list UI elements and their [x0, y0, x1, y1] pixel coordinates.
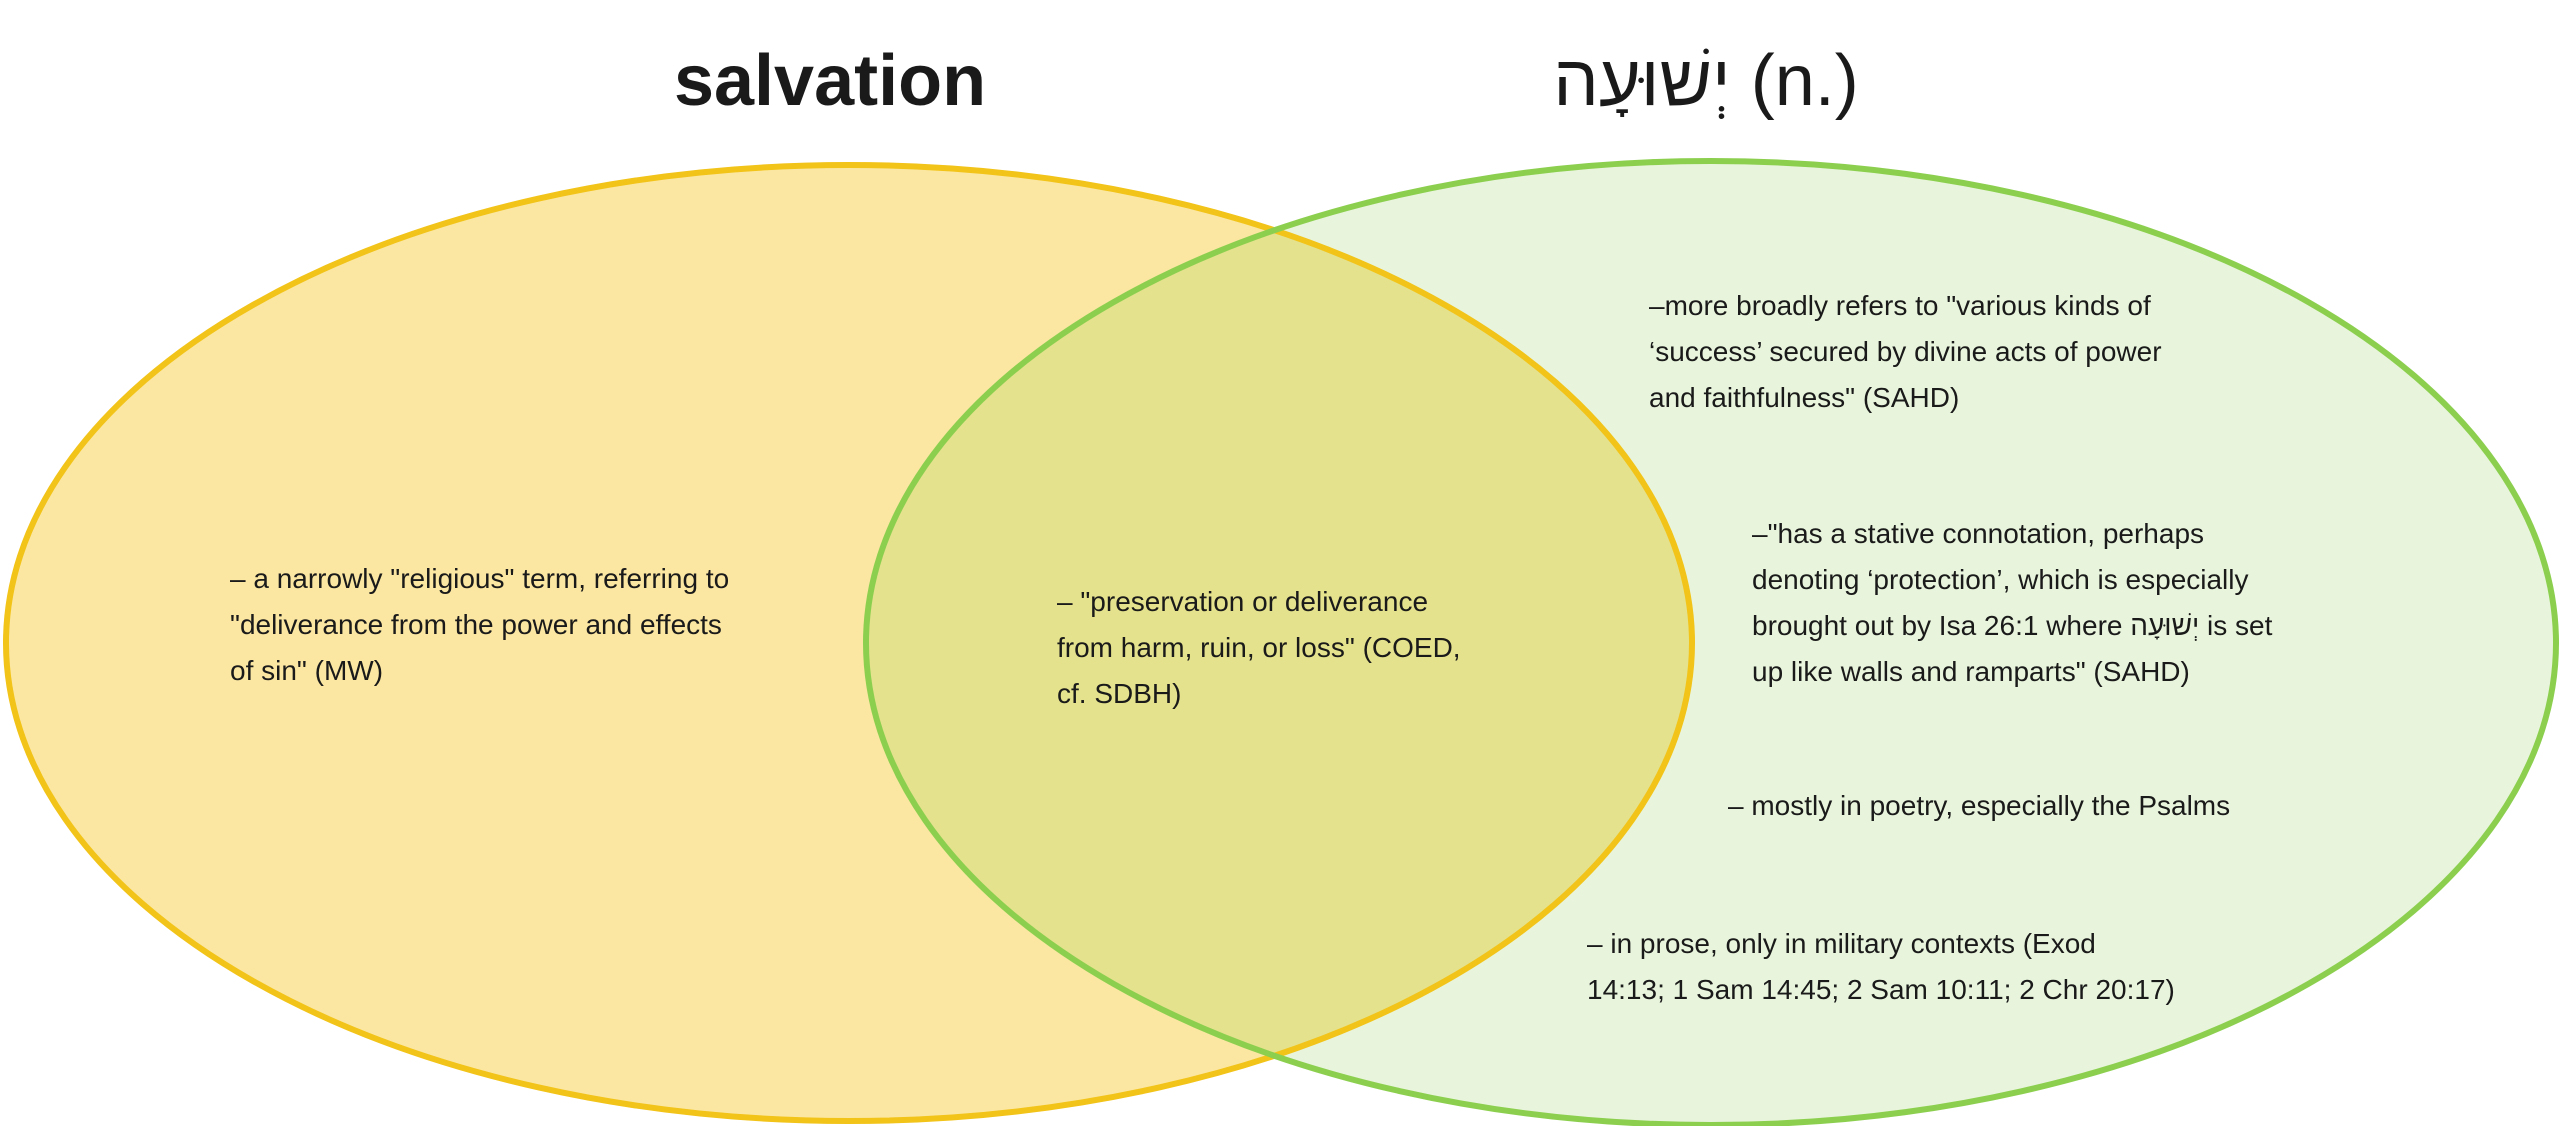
text-line: ‘success’ secured by divine acts of powe…: [1649, 336, 2162, 367]
text-line: –"has a stative connotation, perhaps: [1752, 518, 2205, 549]
text-line: cf. SDBH): [1057, 678, 1182, 709]
right-text-stative: –"has a stative connotation, perhaps den…: [1752, 511, 2272, 695]
text-line: "deliverance from the power and effects: [230, 609, 722, 640]
text-line: – in prose, only in military contexts (E…: [1587, 928, 2096, 959]
right-text-poetry: – mostly in poetry, especially the Psalm…: [1728, 783, 2230, 829]
text-line: denoting ‘protection’, which is especial…: [1752, 564, 2249, 595]
left-circle-outline: [3, 162, 1695, 1124]
title-salvation: salvation: [673, 41, 987, 121]
title-yeshuah: יְשׁוּעָה (n.): [1553, 41, 1859, 121]
text-line: brought out by Isa 26:1 where יְשׁוּעָה …: [1752, 610, 2273, 641]
text-line: – "preservation or deliverance: [1057, 586, 1429, 617]
right-text-broad-meaning: –more broadly refers to "various kinds o…: [1649, 283, 2162, 421]
right-text-prose: – in prose, only in military contexts (E…: [1587, 921, 2175, 1013]
text-line: of sin" (MW): [230, 655, 384, 686]
right-circle-outline: [863, 158, 2559, 1126]
text-line: 14:13; 1 Sam 14:45; 2 Sam 10:11; 2 Chr 2…: [1587, 974, 2175, 1005]
text-line: up like walls and ramparts" (SAHD): [1752, 656, 2190, 687]
text-line: and faithfulness" (SAHD): [1649, 382, 1960, 413]
text-line: – a narrowly "religious" term, referring…: [230, 563, 730, 594]
left-only-text: – a narrowly "religious" term, referring…: [230, 556, 729, 694]
overlap-fill: [866, 165, 1692, 1121]
overlap-text: – "preservation or deliverance from harm…: [1057, 579, 1461, 717]
text-line: – mostly in poetry, especially the Psalm…: [1728, 790, 2231, 821]
text-line: from harm, ruin, or loss" (COED,: [1057, 632, 1461, 663]
text-line: –more broadly refers to "various kinds o…: [1649, 290, 2151, 321]
